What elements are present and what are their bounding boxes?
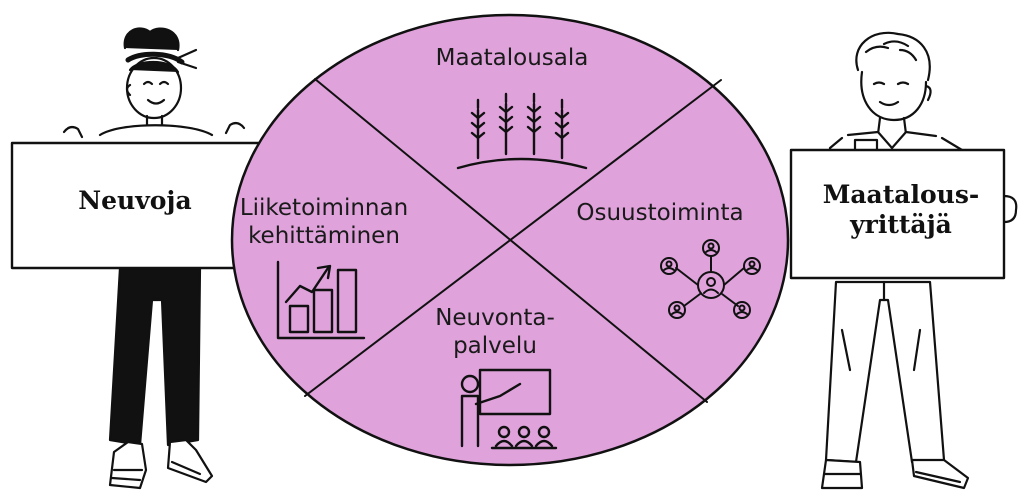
sign-line: yrittäjä [850,210,952,239]
teacher-presentation-icon [460,368,558,450]
wheat-icon [456,92,588,170]
sector-label-maatalousala: Maatalousala [435,45,589,71]
divider-line-b [304,79,722,397]
growth-chart-icon [276,260,366,340]
sector-label-osuustoiminta: Osuustoiminta [576,200,744,226]
sign-line: Maatalous- [822,180,980,209]
sector-label-liiketoiminnan: Liiketoiminnan kehittäminen [224,194,424,250]
label-line: palvelu [453,333,537,360]
label-line: Neuvonta- [435,305,555,331]
right-sign-board [789,148,1006,280]
sector-label-neuvontapalvelu: Neuvonta- palvelu [420,304,570,360]
right-sign-text: Maatalous- yrittäjä [806,180,996,240]
man-holding-sign-icon [820,31,1018,490]
left-sign-board [10,141,264,270]
woman-holding-sign-icon [62,27,246,490]
label-line: Liiketoiminnan [239,195,409,221]
label-line: kehittäminen [248,223,400,250]
network-people-icon [660,239,761,319]
left-sign-text: Neuvoja [78,186,192,215]
